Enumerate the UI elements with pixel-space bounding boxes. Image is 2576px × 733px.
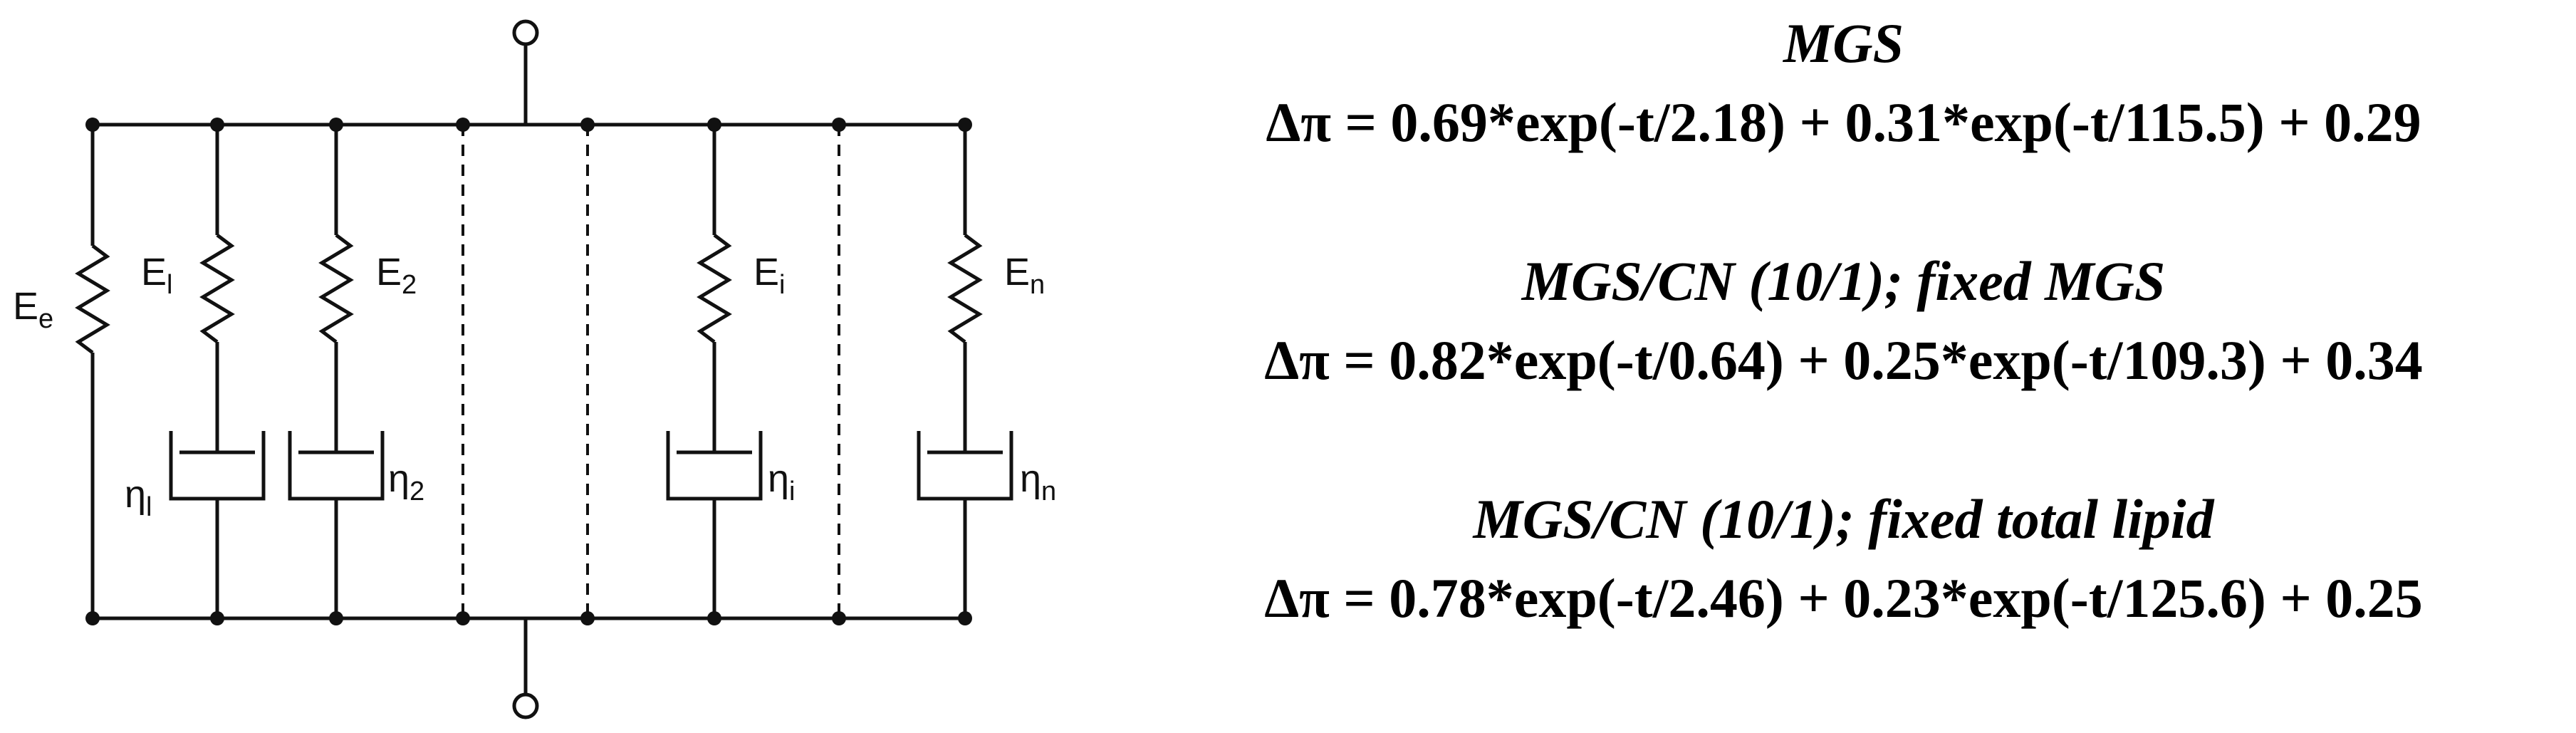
label-Ee: Ee	[13, 285, 53, 334]
label-En: En	[1004, 251, 1045, 300]
branch-1	[169, 125, 266, 618]
top-terminal	[512, 19, 539, 46]
spring-n	[947, 234, 983, 343]
label-E1: El	[141, 251, 172, 300]
equation-2-formula: Δπ = 0.82*exp(-t/0.64) + 0.25*exp(-t/109…	[1264, 329, 2423, 391]
fit-equations-panel: MGS Δπ = 0.69*exp(-t/2.18) + 0.31*exp(-t…	[1111, 0, 2576, 733]
spring-e	[75, 244, 110, 354]
branch-e	[75, 125, 110, 618]
bottom-terminal	[512, 692, 539, 719]
equation-3-title: MGS/CN (10/1); fixed total lipid	[1473, 488, 2214, 550]
equation-1-formula: Δπ = 0.69*exp(-t/2.18) + 0.31*exp(-t/115…	[1266, 91, 2421, 153]
junction-nodes	[85, 118, 972, 625]
label-etai: ηi	[768, 457, 796, 506]
branch-i	[666, 125, 763, 618]
maxwell-model-circuit-diagram: Ee El E2 Ei En ηl η2 ηi ηn	[13, 19, 1056, 719]
spring-1	[199, 234, 235, 343]
equation-1-title: MGS	[1783, 12, 1904, 74]
equation-2-title: MGS/CN (10/1); fixed MGS	[1521, 250, 2166, 312]
label-eta1: ηl	[125, 473, 152, 522]
label-etan: ηn	[1020, 457, 1056, 506]
branch-2	[288, 125, 385, 618]
label-E2: E2	[376, 251, 417, 300]
label-eta2: η2	[388, 457, 424, 506]
spring-2	[318, 234, 354, 343]
spring-i	[697, 234, 732, 343]
branch-n	[917, 125, 1013, 618]
label-Ei: Ei	[753, 251, 785, 300]
equation-3-formula: Δπ = 0.78*exp(-t/2.46) + 0.23*exp(-t/125…	[1264, 567, 2423, 629]
